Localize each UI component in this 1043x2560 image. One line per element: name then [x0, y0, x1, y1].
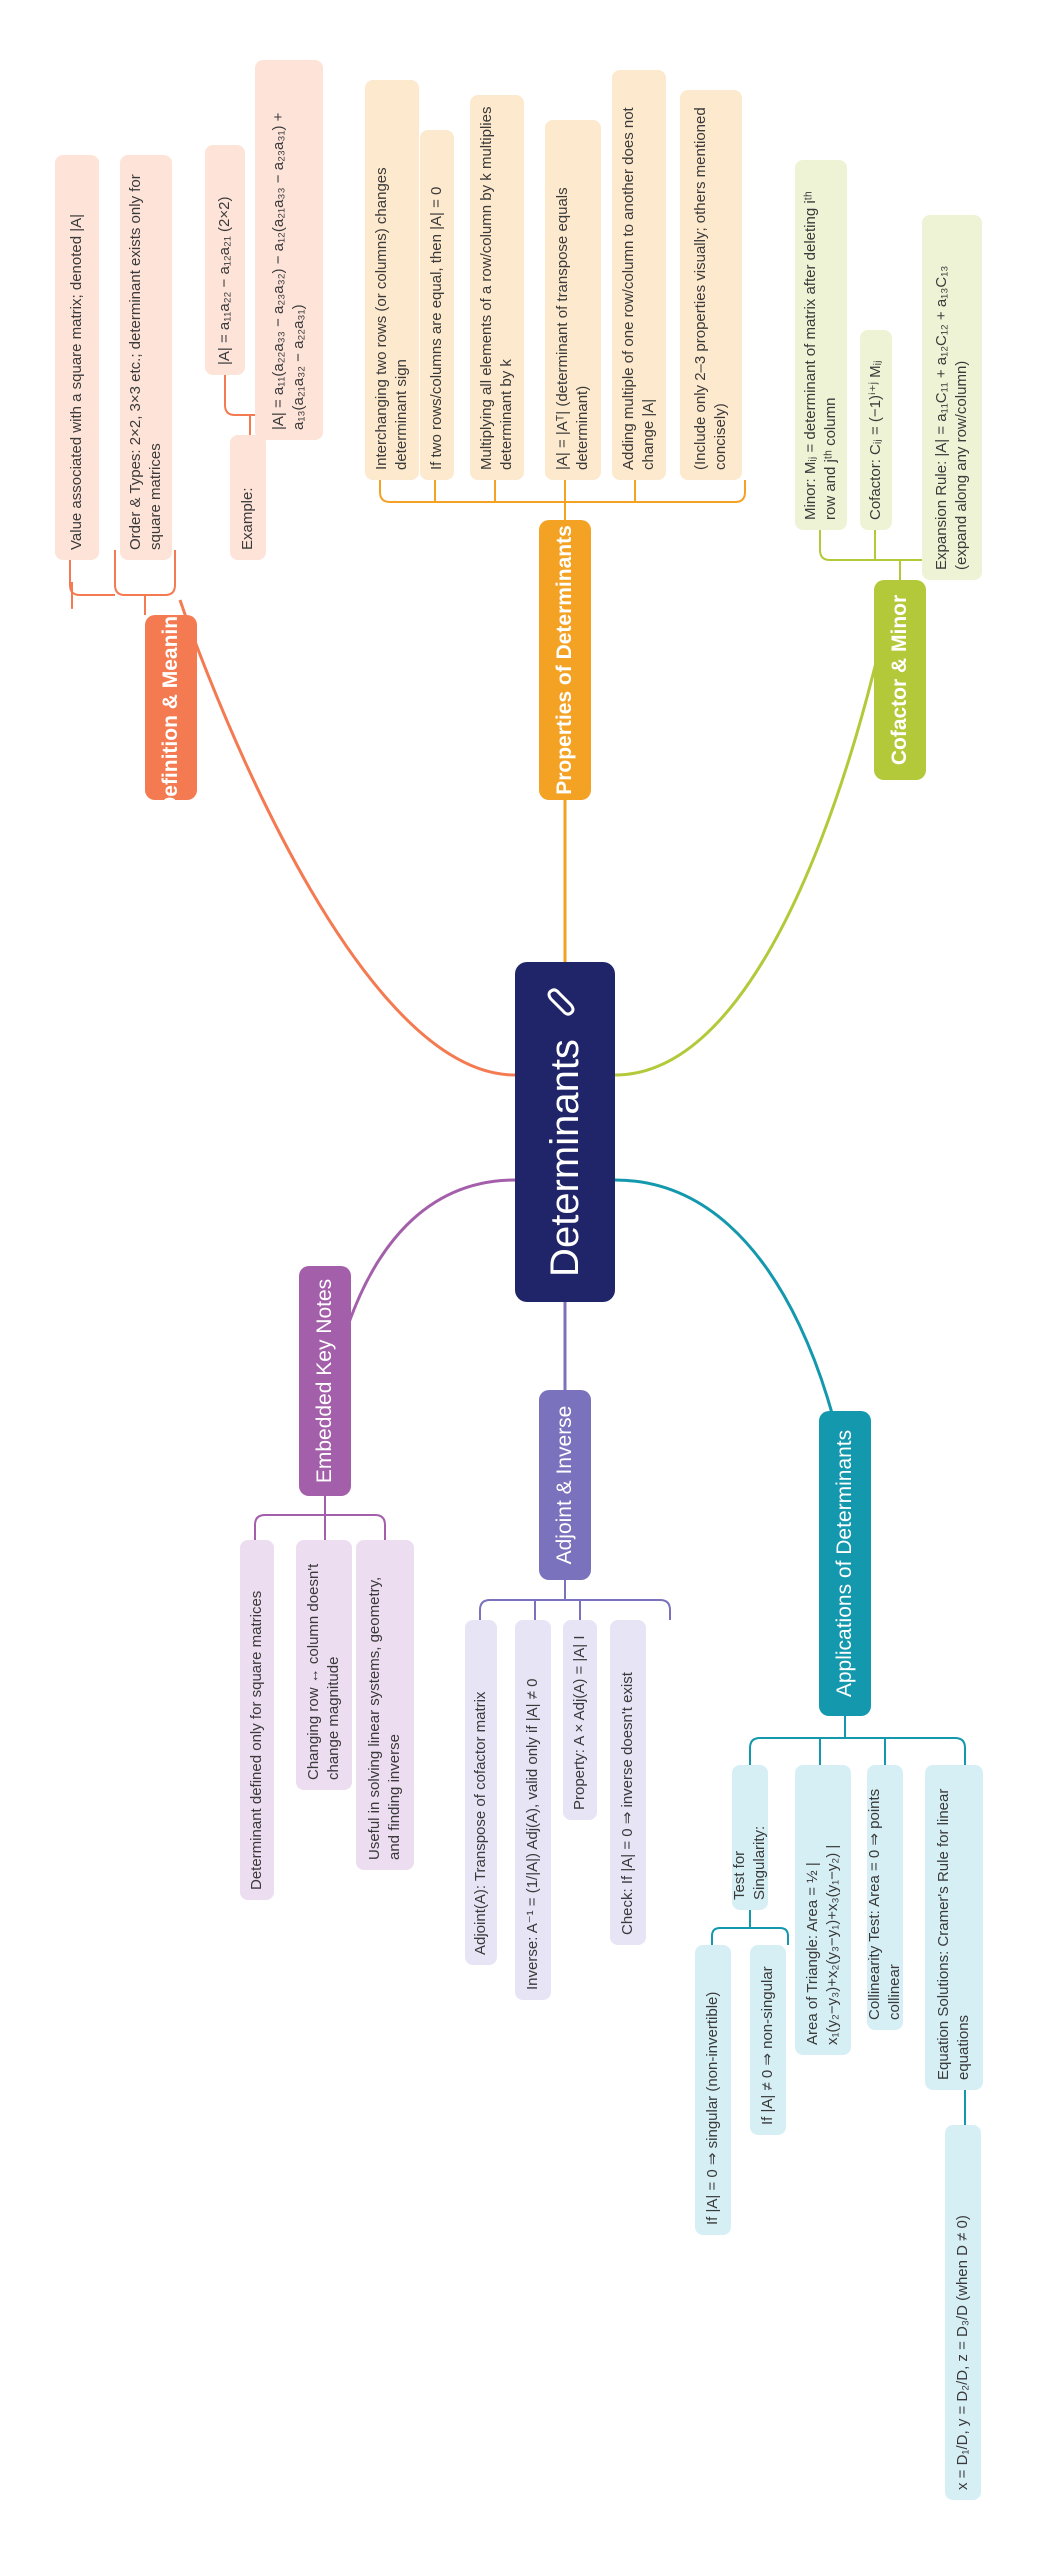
cofactor-item-text: Minor: Mᵢⱼ = determinant of matrix after… — [802, 191, 839, 520]
properties-item-text: Interchanging two rows (or columns) chan… — [373, 167, 410, 470]
adjoint-item[interactable]: Check: If |A| = 0 ⇒ inverse doesn't exis… — [610, 1620, 646, 1945]
branch-cofactor-title: Cofactor & Minor — [888, 594, 911, 766]
branch-applications-title: Applications of Determinants — [833, 1429, 856, 1698]
properties-item[interactable]: Multiplying all elements of a row/column… — [470, 95, 524, 480]
properties-item-text: |A| = |Aᵀ| (determinant of transpose equ… — [554, 187, 591, 470]
example-item[interactable]: |A| = a₁₁(a₂₂a₃₃ − a₂₃a₃₂) − a₁₂(a₂₁a₃₃ … — [255, 60, 323, 440]
connector-applications-items — [711, 1716, 966, 2125]
adjoint-item-text: Adjoint(A): Transpose of cofactor matrix — [472, 1691, 489, 1955]
branch-properties[interactable]: Properties of Determinants — [539, 520, 591, 800]
example-item[interactable]: |A| = a₁₁a₂₂ − a₁₂a₂₁ (2×2) — [205, 145, 245, 375]
applications-item-text: Test for Singularity: — [731, 1825, 768, 1900]
applications-item[interactable]: Test for Singularity: — [731, 1765, 768, 1910]
adjoint-item-text: Check: If |A| = 0 ⇒ inverse doesn't exis… — [619, 1672, 636, 1935]
singularity-item-text: If |A| ≠ 0 ⇒ non-singular — [759, 1966, 776, 2125]
adjoint-item[interactable]: Adjoint(A): Transpose of cofactor matrix — [465, 1620, 497, 1965]
branch-adjoint[interactable]: Adjoint & Inverse — [539, 1390, 591, 1580]
adjoint-item[interactable]: Property: A × Adj(A) = |A| I — [563, 1620, 597, 1820]
cofactor-item-text: Expansion Rule: |A| = a₁₁C₁₁ + a₁₂C₁₂ + … — [933, 265, 970, 570]
connector-definition — [178, 599, 516, 1077]
branch-notes-title: Embedded Key Notes — [313, 1278, 336, 1484]
cofactor-item[interactable]: Expansion Rule: |A| = a₁₁C₁₁ + a₁₂C₁₂ + … — [922, 215, 982, 580]
cramer-result-text: x = D₁/D, y = D₂/D, z = D₃/D (when D ≠ 0… — [954, 2215, 971, 2490]
root-node[interactable]: Determinants — [515, 962, 615, 1302]
definition-item-text: Order & Types: 2×2, 3×3 etc.; determinan… — [127, 174, 164, 550]
example-item-text: |A| = a₁₁(a₂₂a₃₃ − a₂₃a₃₂) − a₁₂(a₂₁a₃₃ … — [270, 112, 307, 430]
notes-item-text: Changing row ↔ column doesn't change mag… — [305, 1563, 342, 1780]
notes-item[interactable]: Useful in solving linear systems, geomet… — [356, 1540, 414, 1870]
definition-item-text: Value associated with a square matrix; d… — [68, 213, 85, 550]
properties-item[interactable]: Adding multiple of one row/column to ano… — [612, 70, 666, 480]
properties-item-text: If two rows/columns are equal, then |A| … — [428, 186, 445, 470]
notes-item[interactable]: Determinant defined only for square matr… — [240, 1540, 274, 1900]
branch-definition-title: Definition & Meaning — [159, 603, 182, 812]
applications-item[interactable]: Equation Solutions: Cramer's Rule for li… — [925, 1765, 983, 2090]
applications-item[interactable]: Collinearity Test: Area = 0 ⇒ points col… — [866, 1765, 903, 2030]
notes-item-text: Determinant defined only for square matr… — [248, 1590, 265, 1890]
definition-item[interactable]: Value associated with a square matrix; d… — [55, 155, 99, 560]
cofactor-item[interactable]: Cofactor: Cᵢⱼ = (−1)ⁱ⁺ʲ Mᵢⱼ — [860, 330, 892, 530]
paperclip-icon — [544, 987, 587, 1017]
properties-item[interactable]: Interchanging two rows (or columns) chan… — [365, 80, 419, 480]
connector-applications — [614, 1178, 847, 1471]
applications-item-text: Collinearity Test: Area = 0 ⇒ points col… — [866, 1788, 903, 2020]
notes-item-text: Useful in solving linear systems, geomet… — [366, 1576, 403, 1860]
properties-item[interactable]: (Include only 2–3 properties visually; o… — [680, 90, 742, 480]
connector-properties-items — [379, 480, 746, 520]
singularity-item[interactable]: If |A| = 0 ⇒ singular (non-invertible) — [695, 1945, 731, 2235]
properties-item-text: (Include only 2–3 properties visually; o… — [692, 107, 729, 470]
properties-item[interactable]: |A| = |Aᵀ| (determinant of transpose equ… — [545, 120, 601, 480]
branch-adjoint-title: Adjoint & Inverse — [553, 1405, 576, 1565]
notes-item[interactable]: Changing row ↔ column doesn't change mag… — [296, 1540, 352, 1790]
branch-properties-title: Properties of Determinants — [553, 525, 576, 795]
properties-item-text: Multiplying all elements of a row/column… — [478, 106, 515, 470]
branch-cofactor[interactable]: Cofactor & Minor — [874, 580, 926, 780]
connector-notes-items — [254, 1496, 386, 1540]
applications-item-text: Equation Solutions: Cramer's Rule for li… — [935, 1788, 972, 2080]
connector-adjoint-items — [479, 1580, 671, 1620]
cofactor-item[interactable]: Minor: Mᵢⱼ = determinant of matrix after… — [795, 160, 847, 530]
definition-example-text: Example: — [239, 487, 256, 550]
applications-item[interactable]: Area of Triangle: Area = ½ | x₁(y₂−y₃)+x… — [795, 1765, 851, 2055]
branch-notes[interactable]: Embedded Key Notes — [299, 1266, 351, 1496]
adjoint-item-text: Property: A × Adj(A) = |A| I — [571, 1635, 588, 1810]
cofactor-item-text: Cofactor: Cᵢⱼ = (−1)ⁱ⁺ʲ Mᵢⱼ — [867, 360, 884, 520]
singularity-item-text: If |A| = 0 ⇒ singular (non-invertible) — [704, 1991, 721, 2225]
definition-item[interactable]: Order & Types: 2×2, 3×3 etc.; determinan… — [120, 155, 172, 560]
properties-item-text: Adding multiple of one row/column to ano… — [620, 107, 657, 470]
branch-definition[interactable]: Definition & Meaning — [145, 603, 197, 812]
connector-cofactor — [614, 599, 892, 1077]
root-title: Determinants — [542, 1039, 587, 1277]
definition-example-label[interactable]: Example: — [230, 435, 266, 560]
adjoint-item[interactable]: Inverse: A⁻¹ = (1/|A|) Adj(A), valid onl… — [515, 1620, 551, 2000]
properties-item[interactable]: If two rows/columns are equal, then |A| … — [420, 130, 454, 480]
adjoint-item-text: Inverse: A⁻¹ = (1/|A|) Adj(A), valid onl… — [524, 1678, 541, 1990]
example-item-text: |A| = a₁₁a₂₂ − a₁₂a₂₁ (2×2) — [216, 196, 233, 366]
branch-applications[interactable]: Applications of Determinants — [819, 1411, 871, 1716]
cramer-result[interactable]: x = D₁/D, y = D₂/D, z = D₃/D (when D ≠ 0… — [945, 2125, 981, 2500]
applications-item-text: Area of Triangle: Area = ½ | x₁(y₂−y₃)+x… — [804, 1844, 841, 2045]
singularity-item[interactable]: If |A| ≠ 0 ⇒ non-singular — [750, 1945, 786, 2135]
